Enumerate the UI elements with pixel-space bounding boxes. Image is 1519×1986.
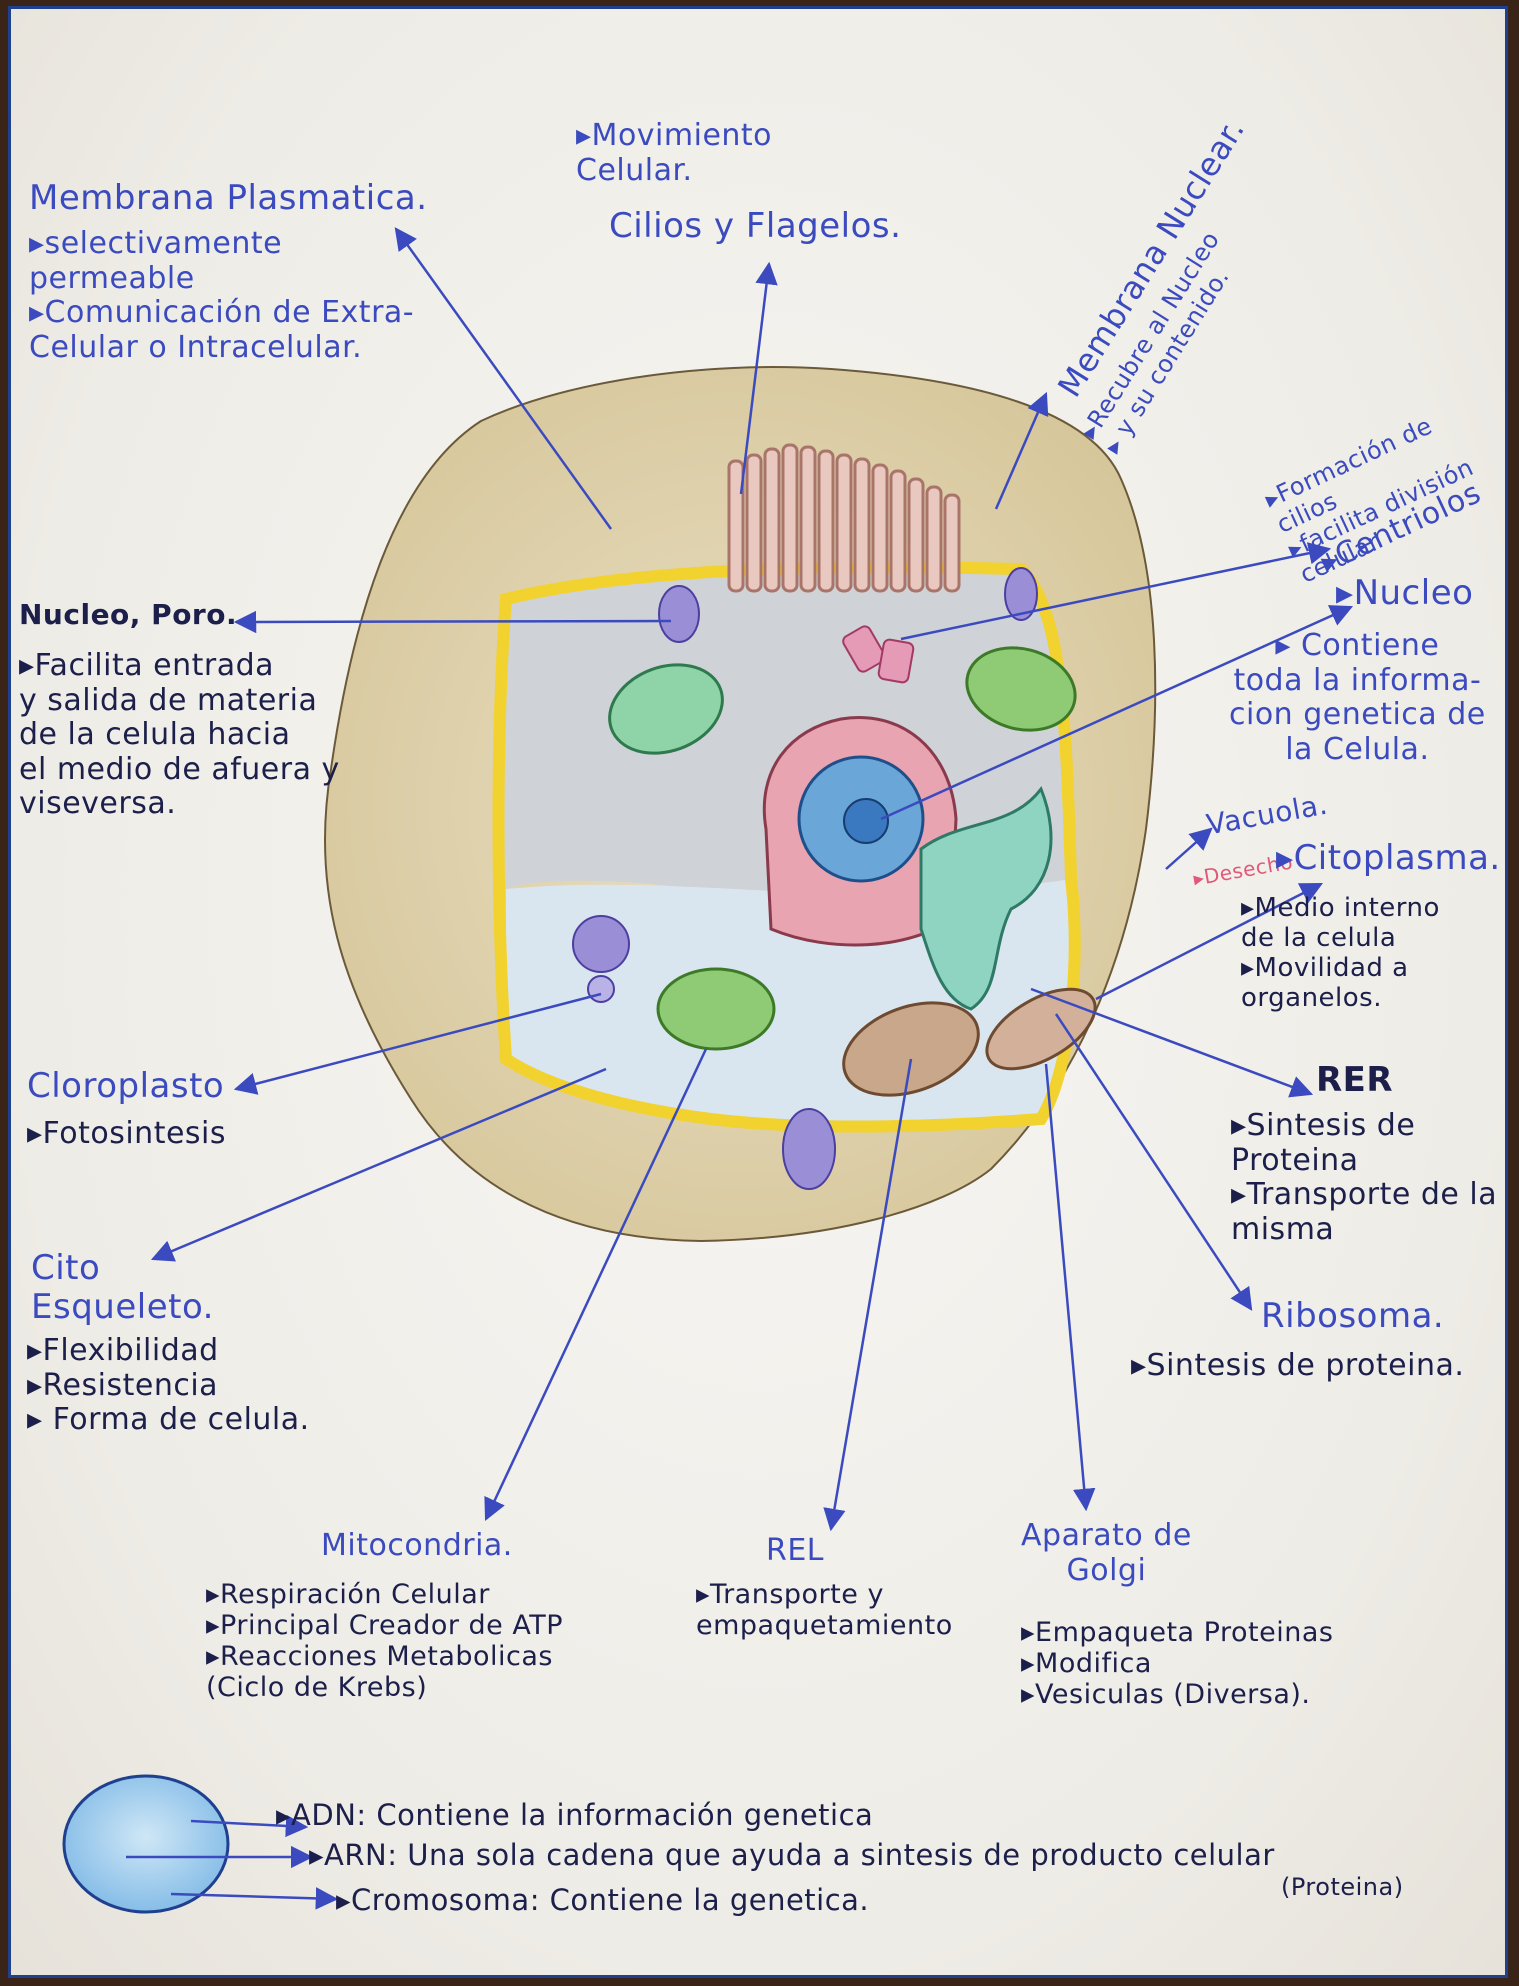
citoesqueleto-text: ▸Flexibilidad ▸Resistencia ▸ Forma de ce…	[27, 1334, 310, 1438]
nucleo-poro-title: Nucleo, Poro.	[19, 599, 237, 631]
nucleo-text: ▸ Contiene toda la informa- cion genetic…	[1229, 629, 1486, 767]
cilios-label: Cilios y Flagelos.	[609, 207, 901, 246]
rel-title: REL	[766, 1534, 824, 1569]
adn-label: ▸ADN: Contiene la información genetica	[276, 1799, 873, 1832]
rer-title: RER	[1316, 1061, 1393, 1100]
membrana-plasmatica-text: ▸selectivamente permeable ▸Comunicación …	[29, 227, 414, 365]
citoplasma-title: ▸Citoplasma.	[1276, 839, 1501, 878]
mitocondria-text: ▸Respiración Celular ▸Principal Creador …	[206, 1579, 563, 1703]
citoesqueleto-title: Cito Esqueleto.	[31, 1249, 214, 1327]
rel-text: ▸Transporte y empaquetamiento	[696, 1579, 953, 1641]
membrana-plasmatica-title: Membrana Plasmatica.	[29, 179, 428, 218]
cloroplasto-text: ▸Fotosintesis	[27, 1117, 226, 1152]
nuclear-pore-bottom	[783, 1109, 835, 1189]
ribosoma-title: Ribosoma.	[1261, 1297, 1444, 1336]
paper-sheet: ▸Movimiento Celular. Cilios y Flagelos. …	[8, 6, 1508, 1978]
ribosoma-text: ▸Sintesis de proteina.	[1131, 1349, 1464, 1384]
rer-text: ▸Sintesis de Proteina ▸Transporte de la …	[1231, 1109, 1497, 1247]
golgi-title: Aparato de Golgi	[1021, 1519, 1192, 1588]
arn-paren-label: (Proteina)	[1281, 1874, 1404, 1902]
golgi-text: ▸Empaqueta Proteinas ▸Modifica ▸Vesicula…	[1021, 1617, 1333, 1710]
mitocondria-title: Mitocondria.	[321, 1529, 513, 1564]
cromosoma-label: ▸Cromosoma: Contiene la genetica.	[336, 1884, 869, 1917]
mini-nucleus	[64, 1776, 228, 1912]
movimiento-label: ▸Movimiento Celular.	[576, 119, 772, 188]
mitochondria	[658, 969, 774, 1049]
nucleo-title: ▸Nucleo	[1336, 574, 1473, 613]
arn-label: ▸ARN: Una sola cadena que ayuda a sintes…	[309, 1839, 1275, 1872]
cloroplasto-title: Cloroplasto	[27, 1067, 224, 1106]
citoplasma-text: ▸Medio interno de la celula ▸Movilidad a…	[1241, 894, 1440, 1014]
nuclear-pore-left	[659, 586, 699, 642]
nucleo-poro-text: ▸Facilita entrada y salida de materia de…	[19, 649, 340, 822]
vacuole	[573, 916, 629, 972]
